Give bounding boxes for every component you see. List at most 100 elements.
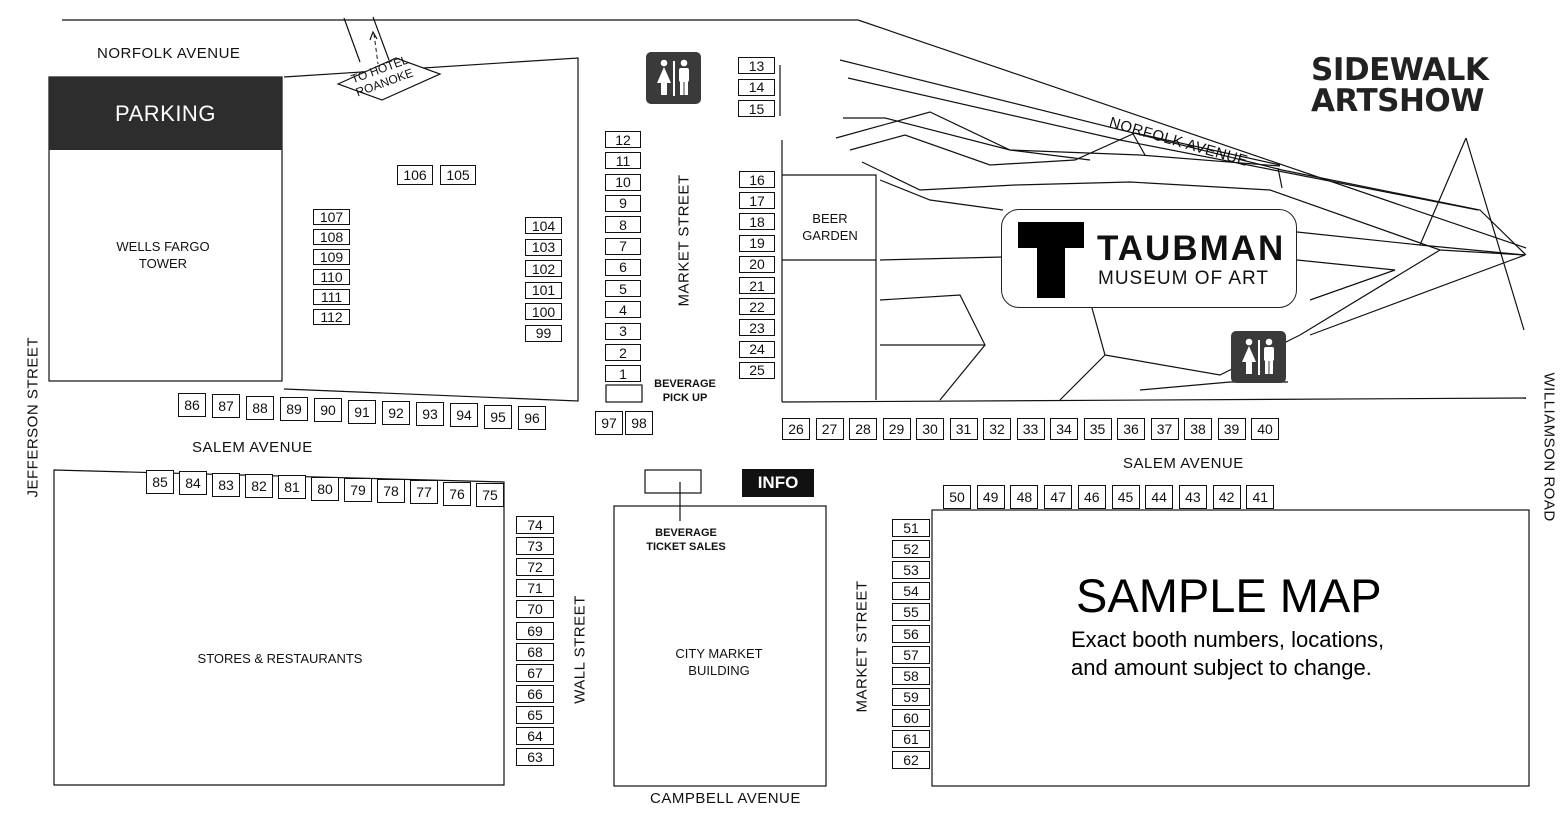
booth-21[interactable]: 21 [739,277,775,294]
booth-93[interactable]: 93 [416,402,444,427]
booth-58[interactable]: 58 [892,666,930,685]
booth-100[interactable]: 100 [525,303,562,320]
booth-40[interactable]: 40 [1251,418,1279,440]
booth-89[interactable]: 89 [280,396,308,421]
booth-50[interactable]: 50 [943,485,971,509]
booth-5[interactable]: 5 [605,280,641,298]
booth-26[interactable]: 26 [782,418,810,440]
booth-60[interactable]: 60 [892,708,930,727]
booth-69[interactable]: 69 [516,621,554,640]
booth-19[interactable]: 19 [739,234,775,252]
booth-33[interactable]: 33 [1016,418,1045,440]
booth-84[interactable]: 84 [179,471,207,496]
booth-41[interactable]: 41 [1246,485,1275,509]
booth-61[interactable]: 61 [892,730,930,748]
booth-75[interactable]: 75 [476,483,504,507]
booth-63[interactable]: 63 [516,748,554,767]
booth-65[interactable]: 65 [516,705,554,724]
booth-15[interactable]: 15 [738,100,775,117]
booth-46[interactable]: 46 [1077,485,1106,509]
booth-36[interactable]: 36 [1117,418,1145,440]
booth-39[interactable]: 39 [1217,418,1246,440]
booth-59[interactable]: 59 [892,687,930,706]
booth-94[interactable]: 94 [450,403,478,428]
booth-64[interactable]: 64 [516,727,554,745]
booth-3[interactable]: 3 [605,322,641,340]
booth-109[interactable]: 109 [313,249,350,265]
booth-4[interactable]: 4 [605,301,641,319]
booth-66[interactable]: 66 [516,684,554,703]
booth-72[interactable]: 72 [516,558,554,577]
booth-27[interactable]: 27 [815,418,844,440]
booth-49[interactable]: 49 [976,485,1005,509]
booth-71[interactable]: 71 [516,579,554,598]
booth-83[interactable]: 83 [212,472,240,497]
booth-24[interactable]: 24 [739,340,775,358]
booth-80[interactable]: 80 [311,476,339,501]
booth-43[interactable]: 43 [1178,485,1207,509]
booth-44[interactable]: 44 [1145,485,1174,509]
booth-57[interactable]: 57 [892,645,930,664]
booth-12[interactable]: 12 [605,131,641,148]
booth-25[interactable]: 25 [739,361,775,379]
booth-110[interactable]: 110 [313,269,350,285]
booth-95[interactable]: 95 [484,404,512,429]
booth-88[interactable]: 88 [246,395,274,420]
booth-70[interactable]: 70 [516,600,554,619]
booth-45[interactable]: 45 [1111,485,1140,509]
booth-18[interactable]: 18 [739,213,775,231]
booth-38[interactable]: 38 [1184,418,1212,440]
booth-108[interactable]: 108 [313,229,350,245]
booth-92[interactable]: 92 [382,400,410,425]
booth-104[interactable]: 104 [525,217,562,234]
booth-31[interactable]: 31 [949,418,978,440]
booth-9[interactable]: 9 [605,194,641,212]
booth-28[interactable]: 28 [849,418,877,440]
booth-34[interactable]: 34 [1050,418,1078,440]
booth-30[interactable]: 30 [916,418,944,440]
booth-102[interactable]: 102 [525,260,562,277]
booth-111[interactable]: 111 [313,289,350,305]
booth-10[interactable]: 10 [605,173,641,191]
booth-16[interactable]: 16 [739,171,775,188]
booth-79[interactable]: 79 [344,477,372,502]
booth-90[interactable]: 90 [314,398,342,423]
booth-106[interactable]: 106 [397,165,433,185]
booth-2[interactable]: 2 [605,344,641,361]
booth-56[interactable]: 56 [892,624,930,643]
booth-86[interactable]: 86 [178,393,206,417]
booth-7[interactable]: 7 [605,237,641,255]
booth-96[interactable]: 96 [518,406,546,430]
booth-82[interactable]: 82 [245,473,273,498]
booth-47[interactable]: 47 [1044,485,1073,509]
booth-74[interactable]: 74 [516,516,554,534]
booth-13[interactable]: 13 [738,57,775,74]
booth-68[interactable]: 68 [516,642,554,661]
booth-1[interactable]: 1 [605,365,641,383]
booth-29[interactable]: 29 [882,418,911,440]
booth-48[interactable]: 48 [1010,485,1039,509]
booth-37[interactable]: 37 [1150,418,1179,440]
booth-87[interactable]: 87 [212,394,240,419]
booth-85[interactable]: 85 [146,470,174,494]
booth-101[interactable]: 101 [525,281,562,299]
booth-17[interactable]: 17 [739,192,775,210]
booth-91[interactable]: 91 [348,399,376,424]
booth-54[interactable]: 54 [892,582,930,601]
booth-67[interactable]: 67 [516,663,554,682]
booth-107[interactable]: 107 [313,209,350,225]
booth-6[interactable]: 6 [605,258,641,276]
booth-32[interactable]: 32 [983,418,1011,440]
booth-22[interactable]: 22 [739,298,775,316]
booth-23[interactable]: 23 [739,319,775,337]
booth-81[interactable]: 81 [278,475,306,500]
booth-78[interactable]: 78 [377,479,405,504]
booth-55[interactable]: 55 [892,603,930,622]
booth-103[interactable]: 103 [525,238,562,256]
booth-62[interactable]: 62 [892,751,930,770]
booth-20[interactable]: 20 [739,255,775,273]
booth-73[interactable]: 73 [516,537,554,556]
booth-97[interactable]: 97 [595,411,623,435]
booth-35[interactable]: 35 [1083,418,1112,440]
booth-14[interactable]: 14 [738,78,775,96]
